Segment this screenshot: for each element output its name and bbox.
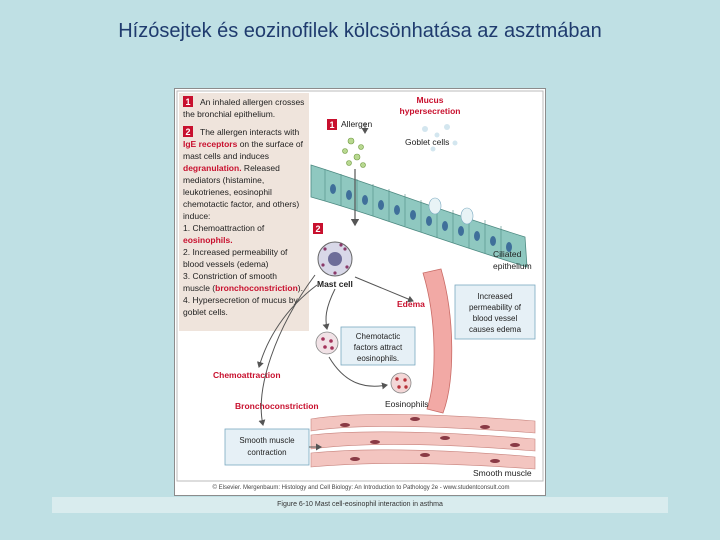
step-1-number: 1: [185, 97, 190, 107]
panel-line-chemotactic: chemotactic factor, and others): [183, 199, 299, 209]
allergen-particles: [342, 137, 366, 168]
epithelium-nuclei: [330, 184, 512, 252]
panel-line-list-2b: blood vessels (edema): [183, 259, 269, 269]
step-2-badge: [183, 126, 193, 137]
step-1-badge: [183, 96, 193, 107]
step-2-diagram-badge: [313, 223, 323, 234]
figure-caption: Figure 6-10 Mast cell-eosinophil interac…: [52, 497, 668, 513]
explanation-panel: [179, 93, 309, 331]
step-2-line-2-rest: on the surface of: [237, 139, 303, 149]
slide-title: Hízósejtek és eozinofilek kölcsönhatása …: [118, 20, 602, 42]
eosinophils-label: Eosinophils: [385, 399, 428, 409]
ciliated-label-1: Ciliated: [493, 249, 522, 259]
edema-label: Edema: [397, 299, 425, 309]
eosinophil-arrow: [328, 356, 388, 390]
chemotactic-line-1: Chemotactic: [356, 332, 400, 341]
asthma-diagram-figure: 1 An inhaled allergen crosses the bronch…: [174, 88, 546, 496]
ige-receptors-highlight: IgE receptors: [183, 139, 238, 149]
figure-frame: [176, 90, 544, 482]
mast-cell-label: Mast cell: [317, 279, 353, 289]
step-1-line-2: the bronchial epithelium.: [183, 109, 275, 119]
muscle-prefix: muscle (: [183, 283, 215, 293]
step-2-line-3: mast cells and induces: [183, 151, 269, 161]
contraction-line-2: contraction: [247, 448, 286, 457]
allergen-number: 1: [329, 120, 334, 130]
figure-credit: © Elsevier. Mergenbaum: Histology and Ce…: [212, 485, 510, 491]
bronchoconstriction-highlight: bronchoconstriction: [215, 283, 298, 293]
ciliated-label-2: epithelium: [493, 261, 532, 271]
panel-line-list-1: 1. Chemoattraction of: [183, 223, 265, 233]
chemotactic-line-3: eosinophils.: [357, 354, 399, 363]
chemotactic-arrow: [322, 288, 336, 330]
ciliated-epithelium: [310, 164, 528, 268]
chemoattraction-label: Chemoattraction: [213, 370, 281, 380]
panel-line-list-4: 4. Hypersecretion of mucus by: [183, 295, 299, 305]
allergen-badge: [327, 119, 337, 130]
eosinophil-granules: [395, 377, 408, 389]
asthma-diagram: 1 An inhaled allergen crosses the bronch…: [176, 90, 544, 482]
panel-line-induce: induce:: [183, 211, 210, 221]
chemotactic-line-2: factors attract: [354, 343, 403, 352]
degranulation-highlight: degranulation.: [183, 163, 242, 173]
edema-arrow: [354, 276, 414, 303]
mucus-label-2: hypersecretion: [400, 106, 461, 116]
permeability-line-4: causes edema: [469, 325, 522, 334]
panel-line-goblet: goblet cells.: [183, 307, 228, 317]
chemotactic-granules: [321, 337, 334, 350]
panel-line-list-3: 3. Constriction of smooth: [183, 271, 277, 281]
step-2-number: 2: [185, 127, 190, 137]
bronchoconstriction-arrow: [258, 274, 316, 426]
permeability-line-2: permeability of: [469, 303, 522, 312]
mucus-droplets: [422, 124, 458, 152]
chemoattraction-arrow: [257, 284, 318, 368]
bronchoconstriction-label: Bronchoconstriction: [235, 401, 319, 411]
step-2-line-4-rest: Released: [242, 163, 281, 173]
contraction-box: [224, 428, 310, 466]
mast-cell-granules: [321, 243, 349, 275]
panel-line-list-2a: 2. Increased permeability of: [183, 247, 288, 257]
goblet-label: Goblet cells: [405, 137, 449, 147]
mucus-label-1: Mucus: [417, 95, 444, 105]
goblet-cells: [428, 197, 474, 225]
permeability-line-1: Increased: [477, 292, 512, 301]
panel-line-mediators: mediators (histamine,: [183, 175, 264, 185]
blood-vessel: [422, 268, 453, 414]
contraction-line-1: Smooth muscle: [239, 436, 295, 445]
eosinophils-highlight: eosinophils.: [183, 235, 233, 245]
panel-line-leukotrienes: leukotrienes, eosinophil: [183, 187, 272, 197]
mast-cell-nucleus: [328, 252, 342, 266]
smooth-muscle-layer: [310, 414, 536, 470]
allergen-label: Allergen: [341, 119, 372, 129]
chemotactic-cell: [315, 331, 339, 355]
permeability-box: [454, 284, 536, 340]
step-2-diagram-number: 2: [315, 224, 320, 234]
panel-line-muscle: muscle (bronchoconstriction).: [183, 283, 303, 293]
step-2-line-1: The allergen interacts with: [200, 127, 299, 137]
step-2-line-4: degranulation. Released: [183, 163, 280, 173]
chemotactic-box: [340, 326, 416, 366]
permeability-line-3: blood vessel: [473, 314, 518, 323]
step-2-line-2: IgE receptors on the surface of: [183, 139, 304, 149]
muscle-suffix: ).: [298, 283, 303, 293]
step-1-line-1: An inhaled allergen crosses: [200, 97, 304, 107]
eosinophil-cell: [390, 372, 412, 394]
smooth-muscle-label: Smooth muscle: [473, 468, 532, 478]
